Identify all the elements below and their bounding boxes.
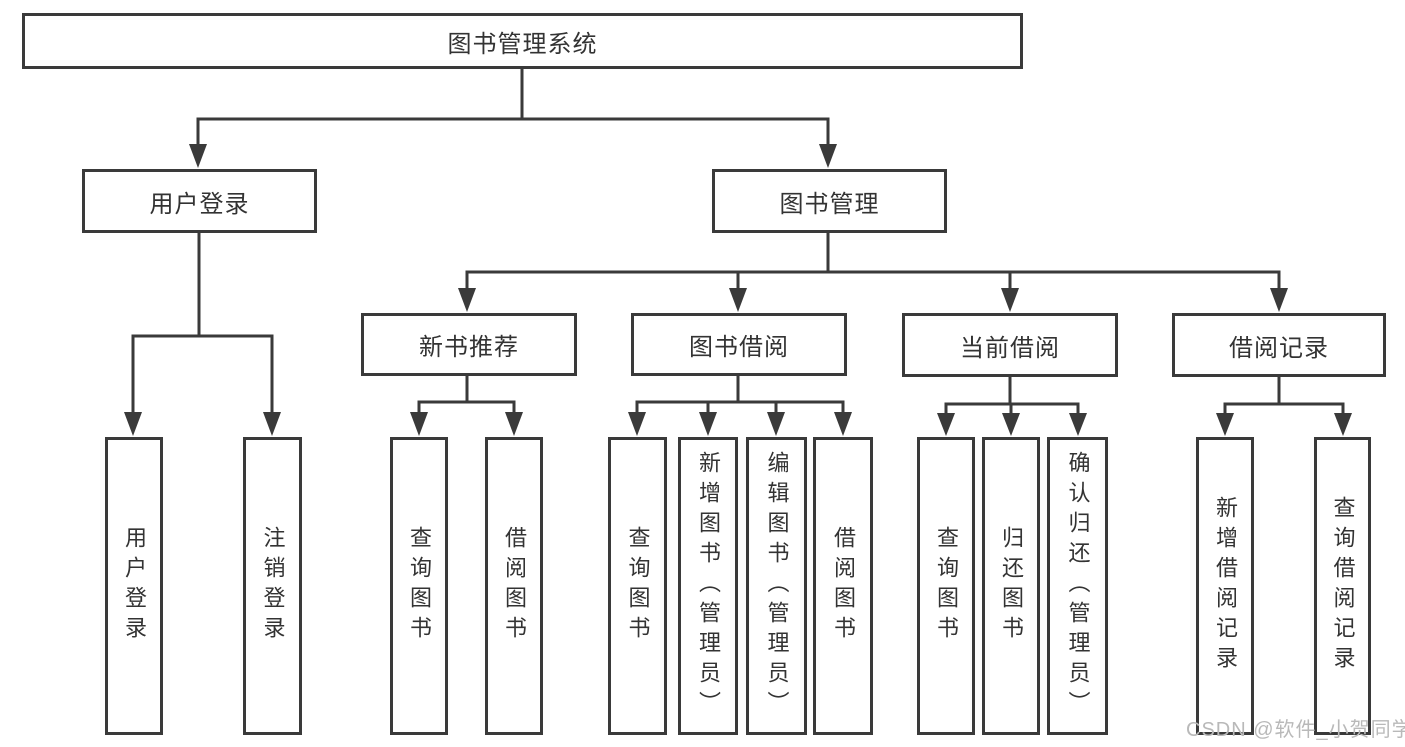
node-label: 查询借阅记录 (1330, 496, 1356, 676)
arrow-nbr-query (410, 402, 428, 436)
arrow-to-user-login (189, 119, 207, 168)
leaf-confirm-return-admin: 确认归还（管理员） (1047, 437, 1108, 735)
leaf-add-books-admin: 新增图书（管理员） (678, 437, 738, 735)
leaf-query-books-recommend: 查询图书 (390, 437, 448, 735)
node-label: 查询图书 (407, 526, 432, 646)
node-book-borrowing: 图书借阅 (631, 313, 847, 376)
node-label: 借阅图书 (831, 526, 856, 646)
arrow-bb-borrow (834, 402, 852, 436)
node-label: 当前借阅 (960, 334, 1060, 362)
node-new-book-recommend: 新书推荐 (361, 313, 577, 376)
arrow-to-book-management (819, 119, 837, 168)
node-label: 新书推荐 (419, 334, 519, 361)
node-label: 新增图书（管理员） (696, 451, 721, 721)
arrow-to-current-borrowing (1001, 272, 1019, 312)
arrow-to-book-borrowing (729, 272, 747, 312)
node-book-management: 图书管理 (712, 169, 947, 233)
leaf-edit-books-admin: 编辑图书（管理员） (746, 437, 807, 735)
node-label: 借阅图书 (502, 526, 527, 646)
node-user-login: 用户登录 (82, 169, 317, 233)
leaf-query-books-borrowing: 查询图书 (608, 437, 667, 735)
node-label: 确认归还（管理员） (1065, 451, 1091, 721)
arrow-bb-edit (767, 402, 785, 436)
leaf-logout: 注销登录 (243, 437, 302, 735)
node-label: 编辑图书（管理员） (764, 451, 790, 721)
arrow-bb-query (628, 402, 646, 436)
node-label: 查询图书 (625, 526, 651, 646)
node-label: 新增借阅记录 (1213, 496, 1238, 676)
node-label: 借阅记录 (1229, 334, 1329, 362)
node-label: 图书管理系统 (447, 30, 598, 58)
node-label: 用户登录 (149, 190, 250, 218)
arrow-cb-return (1002, 404, 1020, 436)
leaf-add-borrow-record: 新增借阅记录 (1196, 437, 1254, 735)
arrow-to-new-book-recommend (458, 272, 476, 312)
leaf-borrow-books-recommend: 借阅图书 (485, 437, 543, 735)
arrow-to-borrow-records (1270, 272, 1288, 312)
arrow-to-leaf-logout (263, 336, 281, 436)
arrow-br-query (1334, 404, 1352, 436)
arrow-bb-add (699, 402, 717, 436)
leaf-query-borrow-record: 查询借阅记录 (1314, 437, 1371, 735)
node-label: 图书管理 (779, 190, 880, 218)
leaf-query-books-current: 查询图书 (917, 437, 975, 735)
node-label: 注销登录 (260, 526, 286, 646)
node-label: 图书借阅 (689, 334, 789, 361)
leaf-borrow-books-borrowing: 借阅图书 (813, 437, 873, 735)
node-label: 查询图书 (934, 526, 959, 646)
leaf-return-books: 归还图书 (982, 437, 1040, 735)
arrow-cb-confirm (1069, 404, 1087, 436)
node-label: 用户登录 (122, 526, 147, 646)
node-borrow-records: 借阅记录 (1172, 313, 1386, 377)
arrow-br-add (1216, 404, 1234, 436)
arrow-to-leaf-user-login (124, 336, 142, 436)
leaf-user-login: 用户登录 (105, 437, 163, 735)
csdn-watermark: CSDN @软件_小贺同学 (1186, 719, 1405, 741)
arrow-cb-query (937, 404, 955, 436)
node-current-borrowing: 当前借阅 (902, 313, 1118, 377)
node-library-management-system: 图书管理系统 (22, 13, 1023, 69)
node-label: 归还图书 (999, 526, 1024, 646)
arrow-nbr-borrow (505, 402, 523, 436)
